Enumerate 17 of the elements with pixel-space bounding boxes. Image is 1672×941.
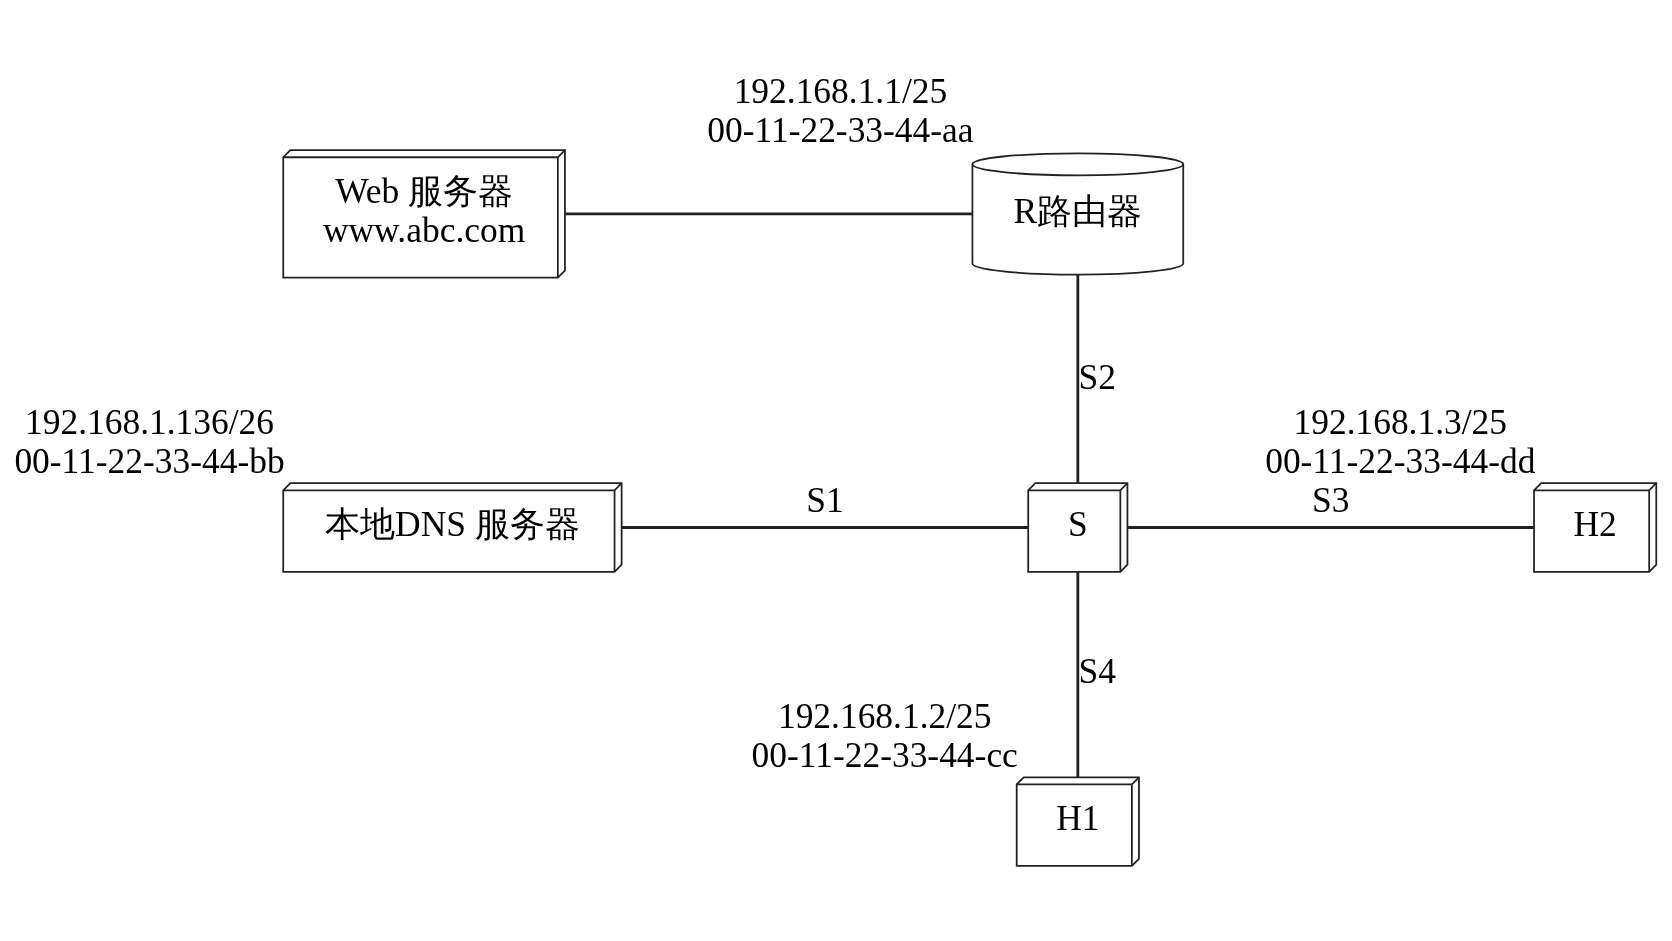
connector	[621, 526, 1028, 529]
node-label: 00-11-22-33-44-cc	[751, 734, 1018, 775]
node-label: 192.168.1.136/26	[25, 401, 274, 442]
edge-label: S4	[1078, 651, 1117, 692]
connector	[1076, 274, 1080, 483]
node-label: 00-11-22-33-44-dd	[1265, 440, 1536, 481]
edge-label: S3	[1312, 479, 1350, 520]
node-label: 192.168.1.3/25	[1293, 401, 1508, 442]
edge-label: S2	[1078, 357, 1117, 398]
node-label: 00-11-22-33-44-aa	[707, 110, 974, 151]
node-label: 192.168.1.2/25	[777, 695, 992, 736]
node-label: 192.168.1.1/25	[733, 71, 948, 112]
node-label: 00-11-22-33-44-bb	[14, 440, 285, 481]
connector	[1127, 526, 1534, 529]
edge-label: S1	[806, 479, 844, 520]
connector	[565, 212, 973, 216]
connector	[1076, 572, 1080, 778]
